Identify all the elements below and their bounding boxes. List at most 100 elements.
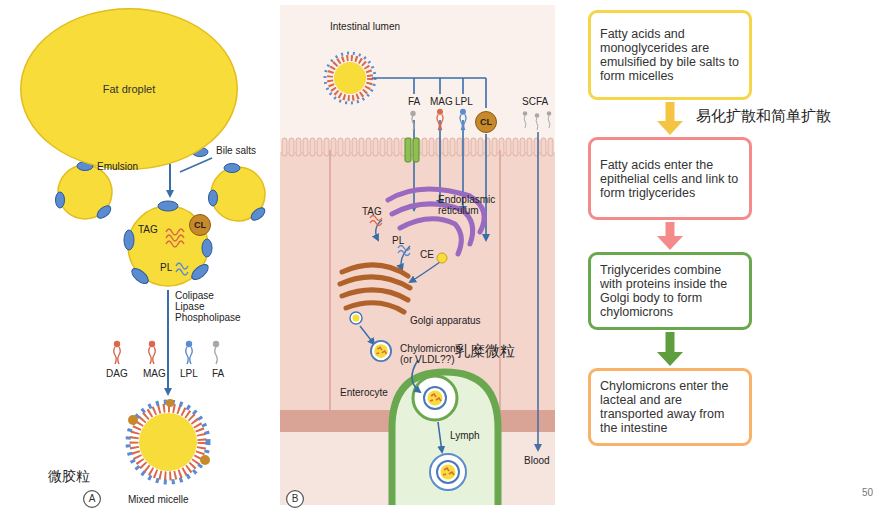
lumen-micelle xyxy=(330,58,370,98)
process-box: Chylomicrons enter the lacteal and are t… xyxy=(588,368,752,446)
panel-b-drawing xyxy=(410,262,440,282)
microvillus xyxy=(317,138,322,156)
microvillus xyxy=(338,138,343,156)
golgi-apparatus xyxy=(340,277,410,288)
arrow-head xyxy=(657,236,683,250)
box-text: Triglycerides combine with proteins insi… xyxy=(600,263,740,319)
panel-b-drawing xyxy=(437,109,443,130)
golgi-apparatus xyxy=(340,265,410,312)
panel-b-drawing xyxy=(547,111,552,128)
microvillus xyxy=(394,138,399,156)
node-text: B xyxy=(292,493,299,504)
panel-a-drawing xyxy=(114,341,121,364)
ellipse-shape xyxy=(190,215,211,236)
emulsion-droplet xyxy=(56,192,65,208)
process-box: Fatty acids enter the epithelial cells a… xyxy=(588,137,752,220)
panel-b-drawing xyxy=(350,312,362,324)
mixed-micelle-drawing xyxy=(200,455,210,465)
microvillus xyxy=(303,138,308,156)
golgi-apparatus xyxy=(346,303,404,312)
panel-b-drawing xyxy=(371,341,391,361)
panel-b-drawing xyxy=(413,376,457,420)
microvillus xyxy=(289,138,294,156)
panel-b-drawing xyxy=(437,461,459,483)
panel-b-drawing xyxy=(410,111,415,131)
text-label: Intestinal lumen xyxy=(330,21,400,32)
microvillus xyxy=(373,138,378,156)
ellipse-shape xyxy=(21,9,238,170)
panel-a-drawing xyxy=(149,341,156,364)
text-label: SCFA xyxy=(522,96,548,107)
box-text: Fatty acids and monoglycerides are emuls… xyxy=(600,27,740,83)
text-label: Blood xyxy=(524,455,550,466)
text-label: Enterocyte xyxy=(340,387,388,398)
text-label: Endoplasmic reticulum xyxy=(438,194,495,216)
microvillus xyxy=(520,138,525,156)
text-label: PL xyxy=(392,235,404,246)
text-label: MAG xyxy=(430,96,453,107)
lumen-micelle xyxy=(325,53,375,103)
text-label: FA xyxy=(212,368,224,379)
central-droplet xyxy=(166,229,184,247)
process-box: Triglycerides combine with proteins insi… xyxy=(588,252,752,330)
microvillus xyxy=(429,138,434,156)
panel-b-drawing xyxy=(424,387,446,409)
panel-b-drawing xyxy=(330,150,500,410)
arrow-head xyxy=(657,121,683,135)
text-label: 乳糜微粒 xyxy=(455,343,515,360)
lumen-micelle xyxy=(325,53,375,103)
microvillus xyxy=(450,138,455,156)
flow-arrow xyxy=(657,102,683,135)
box-text: Fatty acids enter the epithelial cells a… xyxy=(600,158,740,200)
microvillus xyxy=(457,138,462,156)
microvillus xyxy=(296,138,301,156)
golgi-apparatus xyxy=(342,290,408,300)
flow-arrow xyxy=(657,332,683,366)
text-label: Golgi apparatus xyxy=(410,315,481,326)
central-droplet xyxy=(129,266,151,287)
text-label: TAG xyxy=(362,206,382,217)
golgi-apparatus xyxy=(342,265,408,276)
microvillus xyxy=(310,138,315,156)
panel-b-drawing xyxy=(430,454,466,490)
panel-b-drawing xyxy=(460,109,466,130)
panel-b-drawing xyxy=(280,5,555,505)
text-label: 微胶粒 xyxy=(48,469,90,485)
emulsion-droplet xyxy=(95,203,113,220)
ellipse-shape xyxy=(287,491,304,508)
process-box: Fatty acids and monoglycerides are emuls… xyxy=(588,10,752,100)
arrow-shaft xyxy=(666,222,675,237)
panel-b-drawing xyxy=(353,315,360,322)
text-label: Emulsion xyxy=(97,161,138,172)
panel-a-drawing xyxy=(180,158,212,172)
text-label: LPL xyxy=(180,368,198,379)
central-droplet xyxy=(158,201,178,211)
panel-b-drawing xyxy=(413,120,415,210)
text-label: Colipase Lipase Phospholipase xyxy=(175,290,241,324)
circle-node: CL xyxy=(189,214,211,236)
microvillus xyxy=(366,138,371,156)
circle-node: B xyxy=(286,490,304,508)
central-droplet xyxy=(202,239,212,257)
microvillus xyxy=(359,138,364,156)
central-droplet xyxy=(189,262,211,283)
text-label: PL xyxy=(160,262,172,273)
panel-b-drawing xyxy=(439,120,441,206)
panel-a-drawing xyxy=(186,341,193,364)
mixed-micelle-drawing xyxy=(166,399,174,407)
microvillus xyxy=(527,138,532,156)
arrow-head xyxy=(657,352,683,366)
microvillus xyxy=(541,138,546,156)
mixed-micelle-drawing xyxy=(128,415,138,425)
microvillus xyxy=(492,138,497,156)
panel-b-drawing xyxy=(280,152,555,412)
microvillus xyxy=(331,138,336,156)
microvillus xyxy=(324,138,329,156)
panel-a-drawing xyxy=(213,341,219,364)
microvillus xyxy=(464,138,469,156)
text-label: CE xyxy=(420,249,434,260)
emulsion-droplet xyxy=(209,190,218,206)
ellipse-shape xyxy=(84,491,101,508)
node-text: Fat droplet xyxy=(103,83,156,95)
